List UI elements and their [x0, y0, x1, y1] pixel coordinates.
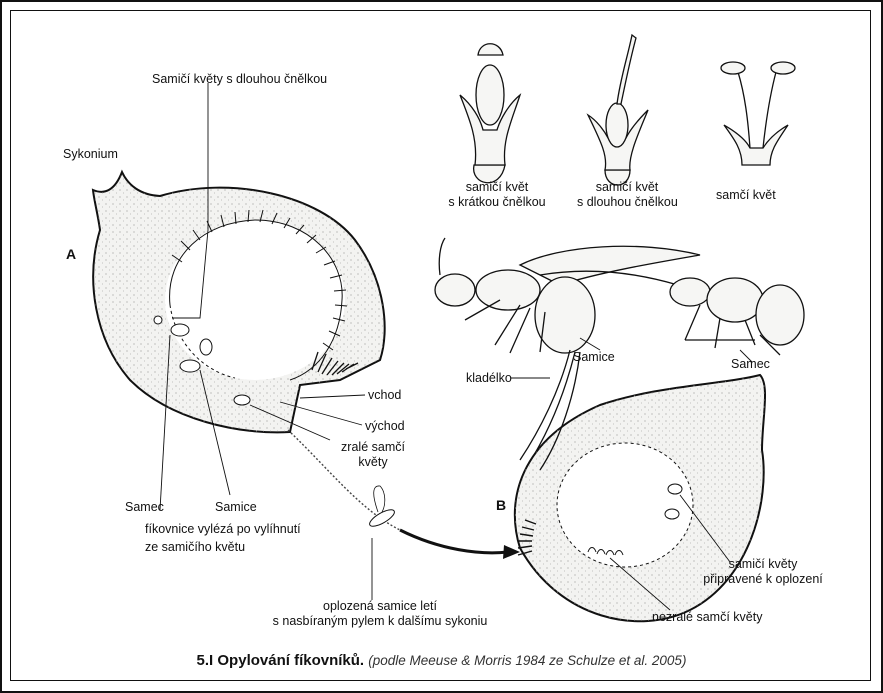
label-male-flower: samčí květ [716, 188, 776, 203]
label-mature-male-line2: květy [318, 455, 428, 470]
label-female-flower-long-line1: samičí květ [577, 180, 677, 195]
label-panel-a: A [66, 247, 76, 262]
female-flower-short-style [460, 44, 520, 183]
label-female-flower-long-style: samičí květ s dlouhou čnělkou [577, 180, 677, 210]
label-female-flower-short-line2: s krátkou čnělkou [447, 195, 547, 210]
label-vychod: východ [365, 419, 405, 434]
label-emerge-line1: fíkovnice vylézá po vylíhnutí [145, 522, 301, 537]
label-female-flower-long-line2: s dlouhou čnělkou [577, 195, 677, 210]
syconium-a [93, 172, 385, 432]
label-ready-female-flowers: samičí květy připravené k oplození [688, 557, 838, 587]
label-ready-line1: samičí květy [688, 557, 838, 572]
female-flower-long-style [588, 35, 648, 185]
label-fertilized-line1: oplozená samice letí [245, 599, 515, 614]
caption-title: 5.I Opylování fíkovníků. [197, 652, 365, 669]
label-immature-male-flowers: nezralé samčí květy [652, 610, 762, 625]
label-ready-line2: připravené k oplození [688, 572, 838, 587]
caption-source: (podle Meeuse & Morris 1984 ze Schulze e… [368, 653, 686, 668]
label-samice-wasp: Samice [573, 350, 615, 365]
label-fertilized-line2: s nasbíraným pylem k dalšímu sykoniu [245, 614, 515, 629]
label-mature-male-line1: zralé samčí [318, 440, 428, 455]
label-samec-wasp: Samec [731, 357, 770, 372]
label-female-flowers-long-style: Samičí květy s dlouhou čnělkou [152, 72, 327, 87]
male-wasp-illustration [670, 278, 804, 355]
label-kladelko: kladélko [466, 371, 512, 386]
label-female-flower-short-style: samičí květ s krátkou čnělkou [447, 180, 547, 210]
label-emerge-line2: ze samičího květu [145, 540, 245, 555]
label-mature-male-flowers: zralé samčí květy [318, 440, 428, 470]
label-sykonium: Sykonium [63, 147, 118, 162]
label-vchod: vchod [368, 388, 401, 403]
label-fertilized-female: oplozená samice letí s nasbíraným pylem … [245, 599, 515, 629]
label-panel-b: B [496, 498, 506, 513]
label-samec-a: Samec [125, 500, 164, 515]
label-samice-a: Samice [215, 500, 257, 515]
figure-caption: 5.I Opylování fíkovníků. (podle Meeuse &… [0, 652, 883, 669]
label-female-flower-short-line1: samičí květ [447, 180, 547, 195]
male-flower [721, 62, 795, 165]
